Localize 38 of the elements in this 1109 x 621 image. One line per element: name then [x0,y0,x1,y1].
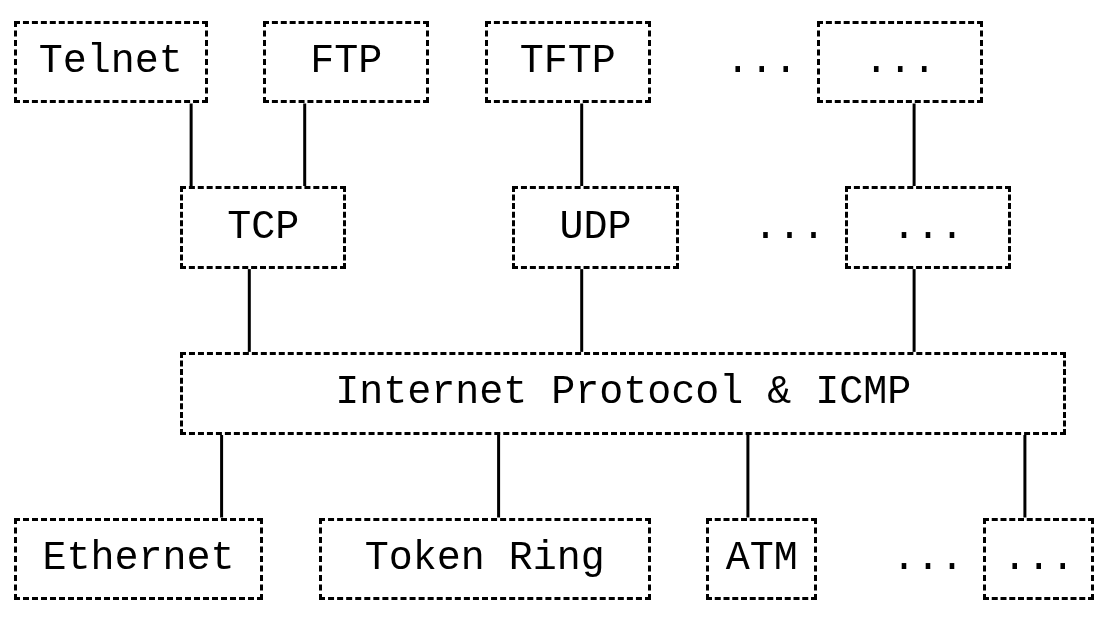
box-label: TFTP [519,42,616,83]
protocol-box [983,517,1095,601]
connector-line [247,269,251,352]
protocol-box [484,20,651,104]
connector-line [189,103,193,187]
protocol-box [180,351,1067,435]
connector-line [497,434,501,518]
box-label: FTP [310,42,383,83]
connector-line [912,103,916,187]
box-label: ... [864,42,937,83]
connector-line [580,103,584,187]
protocol-box [706,517,818,601]
box-label: Telnet [38,42,183,83]
box-label: Token Ring [364,538,605,579]
box-label: ATM [725,538,798,579]
protocol-box [817,20,984,104]
ellipsis-text: ... [891,538,964,579]
protocol-box [512,186,679,270]
connector-line [580,269,584,352]
protocol-box [844,186,1012,270]
ellipsis-text: ... [725,42,798,83]
box-label: UDP [559,207,632,248]
connector-line [912,269,916,352]
box-label: ... [1002,538,1075,579]
connector-line [746,434,750,518]
ellipsis-text: ... [753,207,826,248]
box-label: TCP [227,207,300,248]
box-label: Ethernet [42,538,235,579]
box-label: Internet Protocol & ICMP [335,373,912,414]
box-label: ... [891,207,964,248]
protocol-box [13,20,208,104]
protocol-box [263,20,430,104]
connector-line [220,434,224,518]
protocol-box [318,517,651,601]
protocol-box [180,186,347,270]
connector-line [1023,434,1027,518]
connector-line [303,103,307,187]
protocol-box [13,517,264,601]
